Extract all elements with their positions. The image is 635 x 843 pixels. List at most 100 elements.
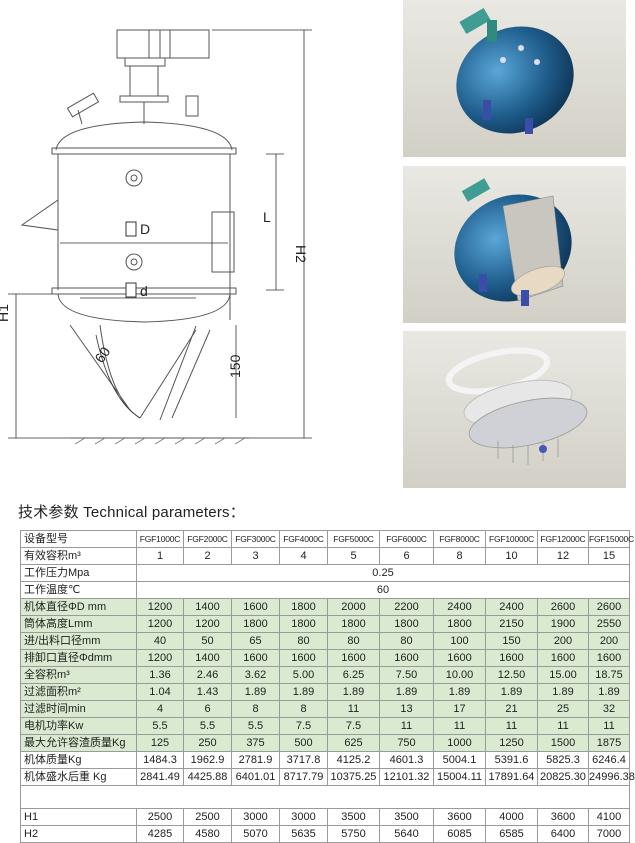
value-cell: 15 [588, 547, 630, 565]
value-cell: 2 [183, 547, 232, 565]
model-cell: FGF8000C [433, 530, 486, 548]
value-cell: 2600 [537, 598, 589, 616]
row-label-cell: 全容积m³ [20, 666, 137, 684]
value-cell: 1900 [537, 615, 589, 633]
dim-L-label: L [263, 209, 271, 225]
value-cell: 2400 [485, 598, 538, 616]
value-cell: 1500 [537, 734, 589, 752]
value-cell: 24996.38 [588, 768, 635, 786]
value-cell: 18.75 [588, 666, 630, 684]
value-cell: 1.43 [183, 683, 232, 701]
model-cell: FGF6000C [379, 530, 434, 548]
row-span-cell: 60 [136, 581, 630, 599]
model-cell: FGF15000C [588, 530, 634, 548]
value-cell: 3500 [379, 808, 434, 826]
value-cell: 10.00 [433, 666, 486, 684]
value-cell: 4000 [485, 808, 538, 826]
model-cell: FGF10000C [485, 530, 538, 548]
value-cell: 1600 [588, 649, 630, 667]
value-cell: 1 [136, 547, 184, 565]
value-cell: 1800 [379, 615, 434, 633]
row-label-cell: 排卸口直径Φdmm [20, 649, 137, 667]
row-label-cell: 进/出料口径mm [20, 632, 137, 650]
value-cell: 1.89 [279, 683, 328, 701]
value-cell: 1600 [231, 649, 280, 667]
value-cell: 3000 [231, 808, 280, 826]
model-cell: FGF2000C [183, 530, 232, 548]
value-cell: 1875 [588, 734, 630, 752]
value-cell: 10 [485, 547, 538, 565]
value-cell: 5640 [379, 825, 434, 843]
row-label-cell: H2 [20, 825, 137, 843]
value-cell: 6400 [537, 825, 589, 843]
value-cell: 6 [183, 700, 232, 718]
value-cell: 1.89 [433, 683, 486, 701]
value-cell: 1400 [183, 598, 232, 616]
value-cell: 375 [231, 734, 280, 752]
value-cell: 125 [136, 734, 184, 752]
value-cell: 15004.11 [433, 768, 486, 786]
value-cell: 80 [279, 632, 328, 650]
value-cell: 25 [537, 700, 589, 718]
value-cell: 10375.25 [327, 768, 380, 786]
value-cell: 3500 [327, 808, 380, 826]
reactor-cutaway-3d-image [403, 166, 626, 323]
value-cell: 2781.9 [231, 751, 280, 769]
row-label-cell: 机体质量Kg [20, 751, 137, 769]
value-cell: 4580 [183, 825, 232, 843]
value-cell: 7.5 [279, 717, 328, 735]
value-cell: 2200 [379, 598, 434, 616]
value-cell: 1000 [433, 734, 486, 752]
dim-D-label: D [140, 221, 150, 237]
value-cell: 1600 [485, 649, 538, 667]
value-cell: 5750 [327, 825, 380, 843]
value-cell: 1.89 [231, 683, 280, 701]
value-cell: 1400 [183, 649, 232, 667]
value-cell: 5070 [231, 825, 280, 843]
value-cell: 80 [327, 632, 380, 650]
row-label-cell: 过滤面积m² [20, 683, 137, 701]
value-cell: 1800 [279, 598, 328, 616]
value-cell: 20825.30 [537, 768, 589, 786]
value-cell: 40 [136, 632, 184, 650]
angle-label: 60 [91, 344, 113, 366]
value-cell: 15.00 [537, 666, 589, 684]
value-cell: 2150 [485, 615, 538, 633]
value-cell: 1484.3 [136, 751, 184, 769]
value-cell: 1.89 [485, 683, 538, 701]
row-label-cell: 有效容积m³ [20, 547, 137, 565]
value-cell: 11 [485, 717, 538, 735]
row-label-cell: 工作压力Mpa [20, 564, 137, 582]
spacer-cell [20, 785, 630, 809]
value-cell: 1600 [231, 598, 280, 616]
value-cell: 6401.01 [231, 768, 280, 786]
value-cell: 8717.79 [279, 768, 328, 786]
value-cell: 11 [433, 717, 486, 735]
header-label-cell: 设备型号 [20, 530, 137, 548]
value-cell: 4601.3 [379, 751, 434, 769]
value-cell: 6.25 [327, 666, 380, 684]
value-cell: 2550 [588, 615, 630, 633]
dim-H2-label: H2 [293, 245, 309, 263]
row-label-cell: 机体直径ΦD mm [20, 598, 137, 616]
value-cell: 1.89 [588, 683, 630, 701]
value-cell: 1.04 [136, 683, 184, 701]
value-cell: 1200 [183, 615, 232, 633]
value-cell: 11 [379, 717, 434, 735]
value-cell: 2000 [327, 598, 380, 616]
value-cell: 1.89 [379, 683, 434, 701]
reactor-vessel-3d-image [403, 0, 626, 157]
dim-150-label: 150 [227, 354, 243, 378]
value-cell: 5 [327, 547, 380, 565]
value-cell: 4425.88 [183, 768, 232, 786]
value-cell: 12 [537, 547, 589, 565]
